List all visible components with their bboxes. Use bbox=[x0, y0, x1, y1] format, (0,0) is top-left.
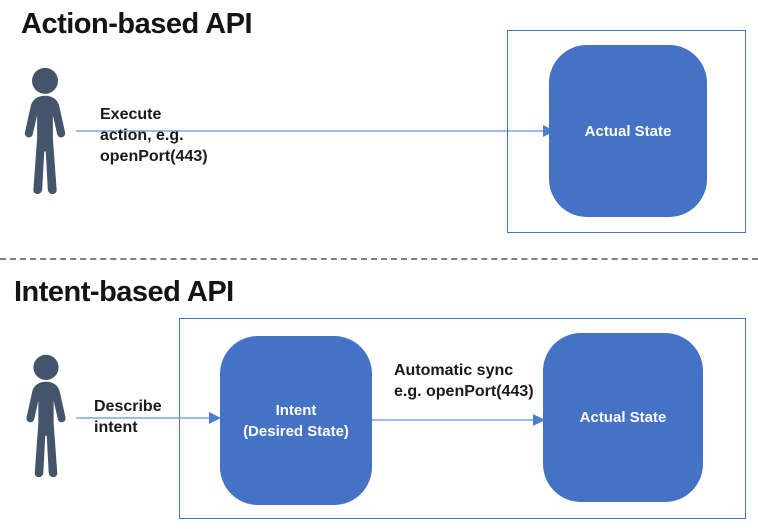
section-divider bbox=[0, 258, 758, 260]
automatic-sync-arrow bbox=[372, 412, 546, 428]
intent-section-title: Intent-based API bbox=[14, 276, 234, 308]
automatic-sync-label-line1: Automatic sync bbox=[394, 362, 514, 379]
action-actual-state-label: Actual State bbox=[584, 122, 672, 140]
execute-action-label-line3: openPort(443) bbox=[100, 148, 208, 165]
execute-action-label-line2: action, e.g. bbox=[100, 127, 184, 144]
right-arrow-icon bbox=[76, 412, 221, 424]
person-icon-svg bbox=[26, 354, 66, 478]
describe-intent-label: Describe intent bbox=[94, 396, 162, 438]
intent-desired-state-box: Intent (Desired State) bbox=[220, 336, 372, 505]
action-actual-state-box: Actual State bbox=[549, 45, 707, 217]
execute-action-label-line1: Execute bbox=[100, 106, 162, 123]
person-icon bbox=[19, 352, 73, 480]
right-arrow-icon bbox=[372, 414, 545, 426]
action-section-title: Action-based API bbox=[21, 8, 253, 40]
automatic-sync-label-line2: e.g. openPort(443) bbox=[394, 383, 534, 400]
action-system-boundary bbox=[507, 30, 746, 233]
intent-actual-state-label: Actual State bbox=[579, 409, 667, 426]
intent-box-label-line2: (Desired State) bbox=[243, 422, 349, 440]
describe-intent-label-line2: intent bbox=[94, 419, 138, 436]
automatic-sync-label: Automatic sync e.g. openPort(443) bbox=[394, 360, 534, 402]
intent-actual-state-box: Actual State bbox=[543, 333, 703, 502]
person-icon-svg bbox=[24, 67, 66, 195]
describe-intent-label-line1: Describe bbox=[94, 398, 162, 415]
describe-intent-arrow bbox=[76, 410, 222, 426]
intent-box-label-line1: Intent bbox=[275, 401, 317, 419]
person-icon bbox=[17, 66, 73, 196]
execute-action-label: Execute action, e.g. openPort(443) bbox=[100, 104, 208, 167]
